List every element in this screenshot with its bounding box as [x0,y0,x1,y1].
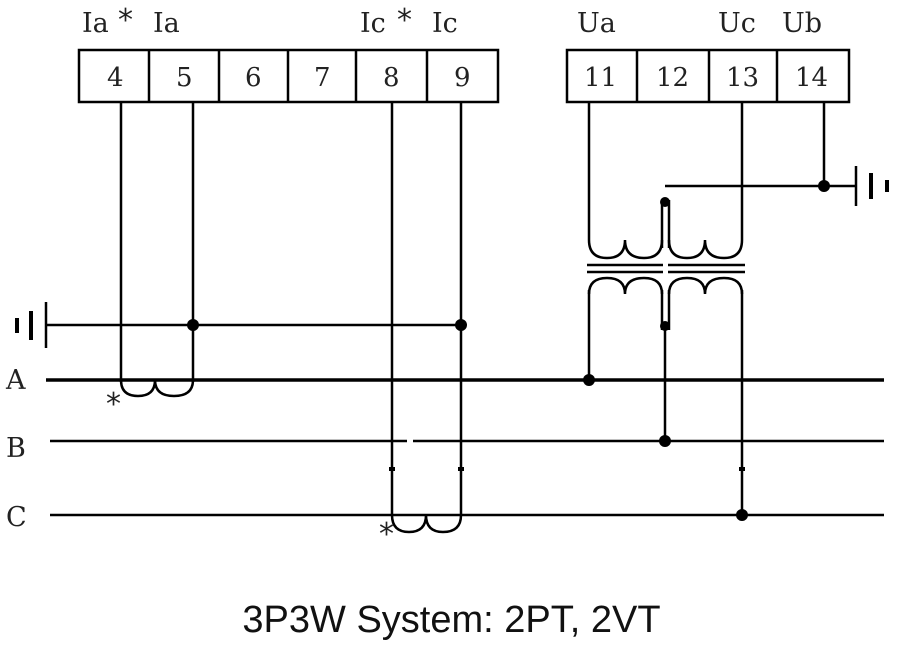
polarity-mark-ic: * [397,3,412,38]
voltage-transformers [587,102,826,515]
current-terminal-block [77,48,500,104]
line-label-b: B [6,433,26,464]
current-transformer-c [389,102,464,534]
terminal-7: 7 [314,63,331,93]
ct-polarity-mark-a: * [106,387,121,422]
terminal-8: 8 [383,63,400,93]
terminal-label-ic: Ic [432,8,458,39]
line-label-c: C [6,502,27,533]
ground-symbol-right [824,166,889,206]
ground-symbol-left [15,302,48,348]
terminal-label-ia: Ia [153,8,180,39]
line-label-a: A [5,365,26,396]
terminal-12: 12 [656,63,689,93]
diagram-caption: 3P3W System: 2PT, 2VT [242,599,661,641]
terminal-11: 11 [584,63,617,93]
current-transformer-a [119,102,195,398]
junction-dots [187,180,830,521]
voltage-terminal-block [565,48,851,104]
terminal-label-ub: Ub [782,8,822,39]
terminal-label-ic-star: Ic [360,8,386,39]
terminal-label-ua: Ua [577,8,616,39]
terminal-4: 4 [107,63,124,93]
terminal-14: 14 [795,63,828,93]
terminal-label-ia-star: Ia [82,8,109,39]
ct-polarity-mark-c: * [379,517,394,552]
polarity-mark-ia: * [118,3,133,38]
terminal-5: 5 [176,63,193,93]
wiring-diagram: Ia * Ia Ic * Ic 4 5 6 7 8 9 Ua Uc Ub 11 … [5,3,889,552]
terminal-6: 6 [245,63,262,93]
terminal-9: 9 [454,63,471,93]
terminal-13: 13 [726,63,759,93]
terminal-label-uc: Uc [718,8,756,39]
